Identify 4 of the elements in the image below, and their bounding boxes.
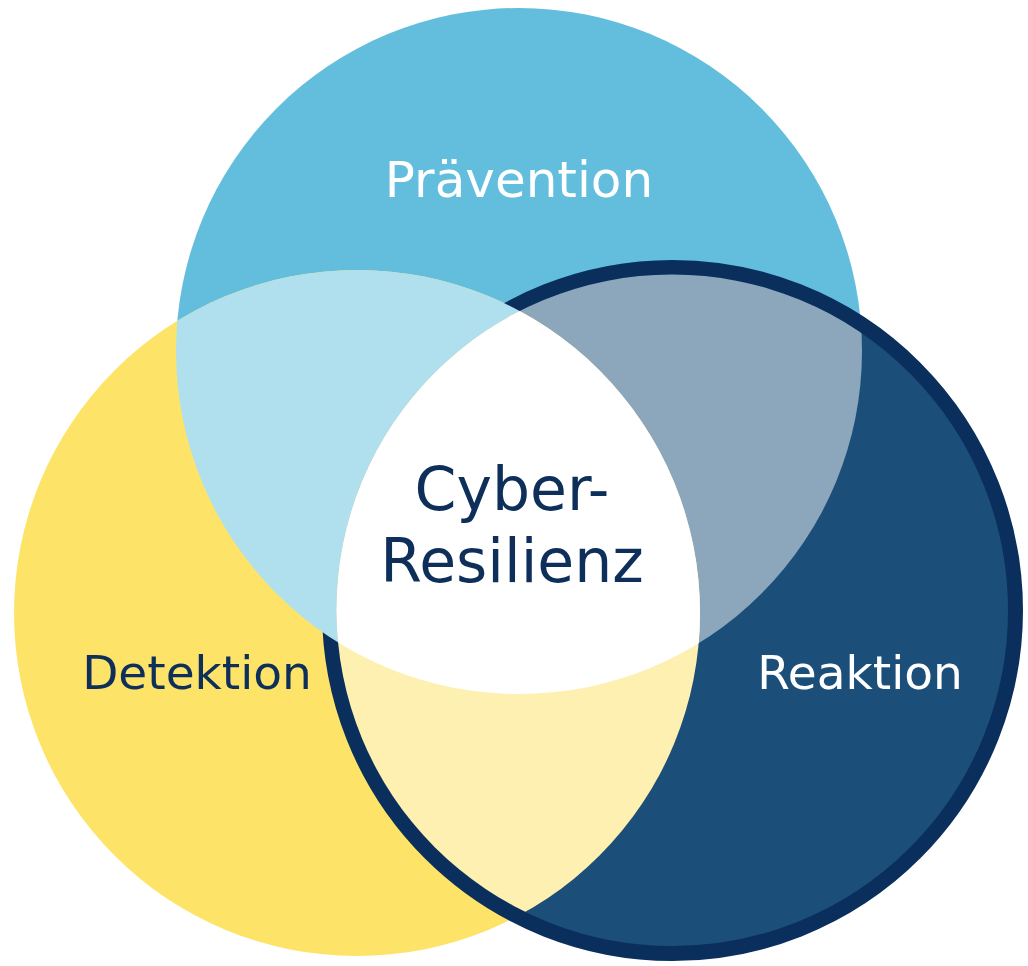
circle-label: Reaktion [757,644,963,700]
center-label: Cyber-Resilienz [379,453,645,597]
circle-label: Detektion [82,644,312,700]
circle-label: Prävention [384,151,654,209]
